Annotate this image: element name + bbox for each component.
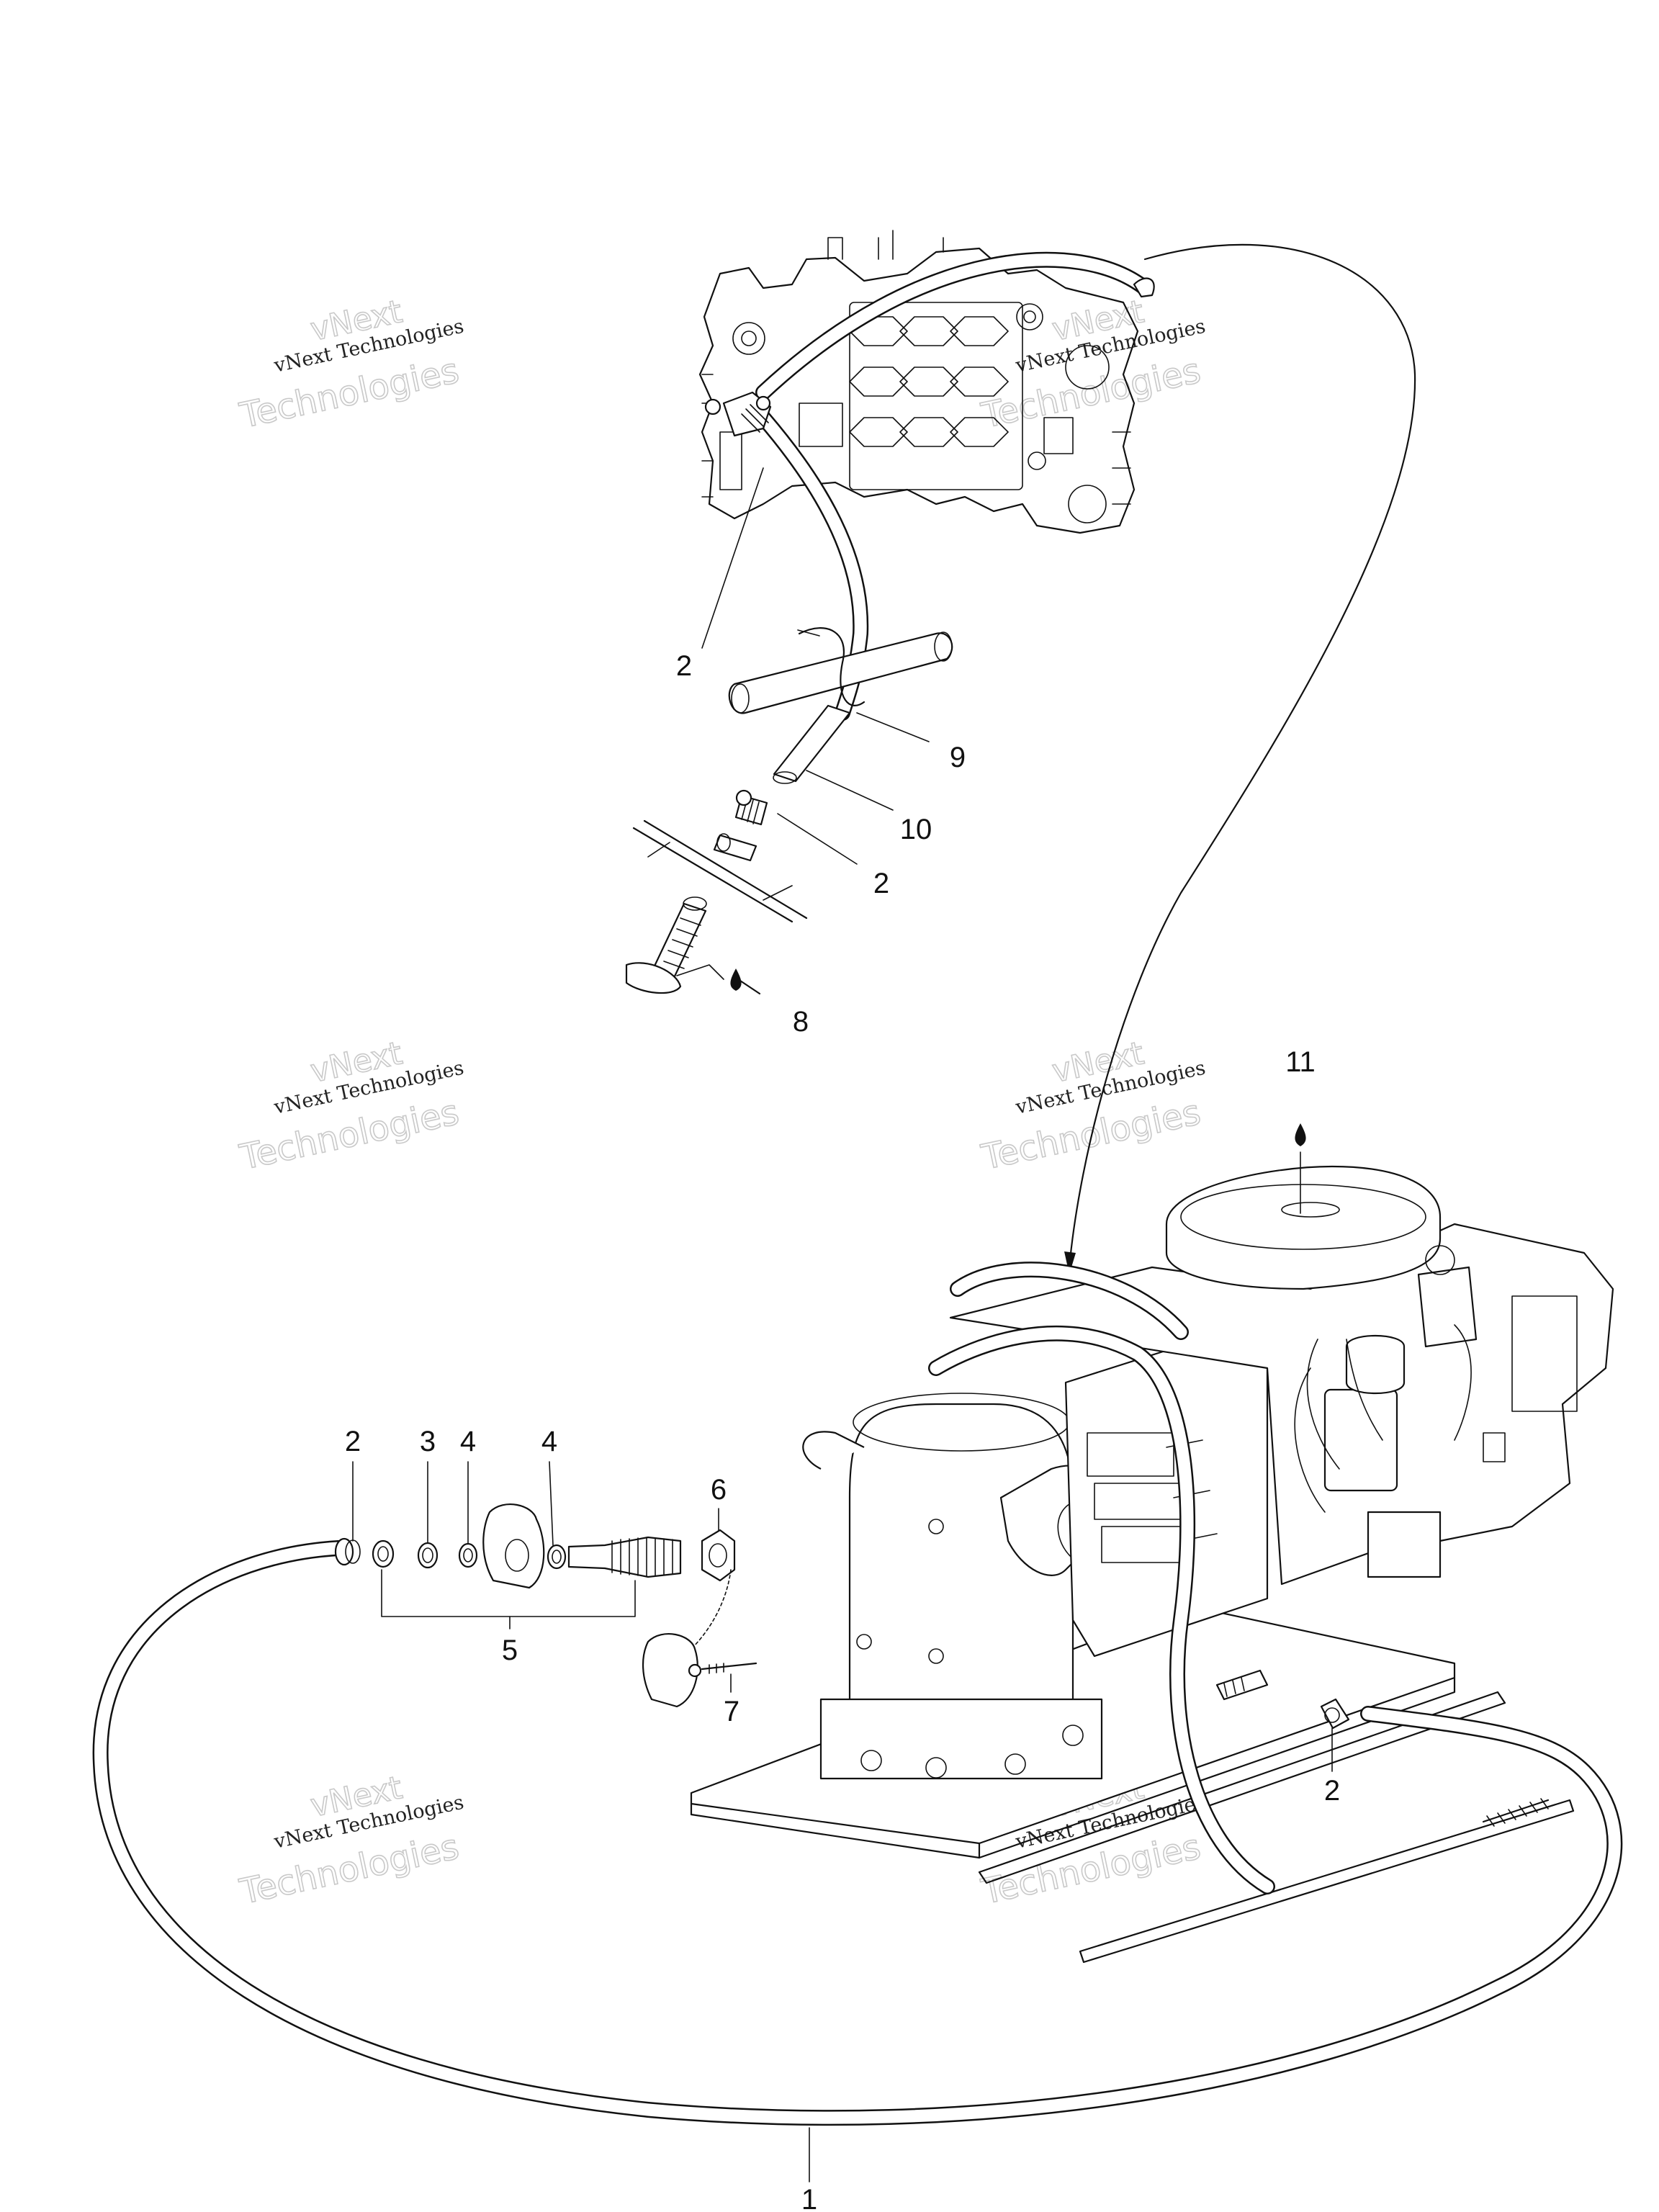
watermark-top-left: vNext vNext Technologies Technologies	[235, 292, 466, 436]
watermark-mid-left: vNext vNext Technologies Technologies	[235, 1034, 466, 1178]
through-hull-fitting	[625, 896, 761, 995]
arrow-head-icon	[1064, 1251, 1076, 1274]
sealant-drop-icon	[730, 968, 742, 991]
watermark-technologies: Technologies	[236, 1827, 462, 1912]
watermark-technologies: Technologies	[236, 1092, 462, 1178]
leader-line	[549, 1461, 554, 1546]
hull-panel	[632, 819, 808, 923]
long-hose-top-route	[1064, 243, 1416, 1274]
hose-stub	[773, 704, 851, 784]
bushing	[713, 833, 757, 862]
main-water-hose	[92, 1540, 1623, 2126]
upper-engine-block	[698, 230, 1139, 534]
callout-2-mid: 2	[873, 868, 889, 899]
callout-4-b: 4	[541, 1426, 557, 1457]
watermark-technologies: Technologies	[978, 1827, 1204, 1912]
callout-1: 1	[801, 2184, 817, 2212]
hose-clamp-mid	[734, 789, 768, 826]
leader-line	[777, 813, 858, 865]
flush-fitting-kit	[334, 1503, 757, 1708]
support-tube	[728, 627, 953, 714]
callouts: 2 9 10 2 8 11 2 3 4 4 6 5 7 2	[345, 467, 1340, 2212]
watermark-bottom-left: vNext vNext Technologies Technologies	[235, 1768, 466, 1912]
lower-engine	[690, 1165, 1614, 1964]
callout-3: 3	[420, 1426, 436, 1457]
callout-2-top: 2	[676, 650, 692, 682]
callout-8: 8	[793, 1006, 809, 1038]
leader-bracket	[381, 1569, 636, 1617]
watermark-technologies: Technologies	[236, 351, 462, 436]
callout-4-a: 4	[460, 1426, 476, 1457]
leader-line	[806, 770, 894, 811]
callout-5: 5	[502, 1635, 518, 1666]
leader-line	[701, 467, 764, 649]
callout-7: 7	[724, 1696, 739, 1727]
watermark-technologies: Technologies	[978, 351, 1204, 436]
callout-2-left: 2	[345, 1426, 361, 1457]
callout-9: 9	[950, 742, 966, 773]
watermark-mid-right: vNext vNext Technologies Technologies	[977, 1034, 1208, 1178]
callout-10: 10	[900, 814, 932, 845]
callout-11: 11	[1285, 1046, 1316, 1078]
watermark-top-right: vNext vNext Technologies Technologies	[977, 292, 1208, 436]
callout-6: 6	[711, 1474, 727, 1506]
sealant-drop-icon	[1295, 1123, 1306, 1146]
callout-2-right: 2	[1324, 1775, 1340, 1807]
leader-line	[856, 712, 930, 742]
